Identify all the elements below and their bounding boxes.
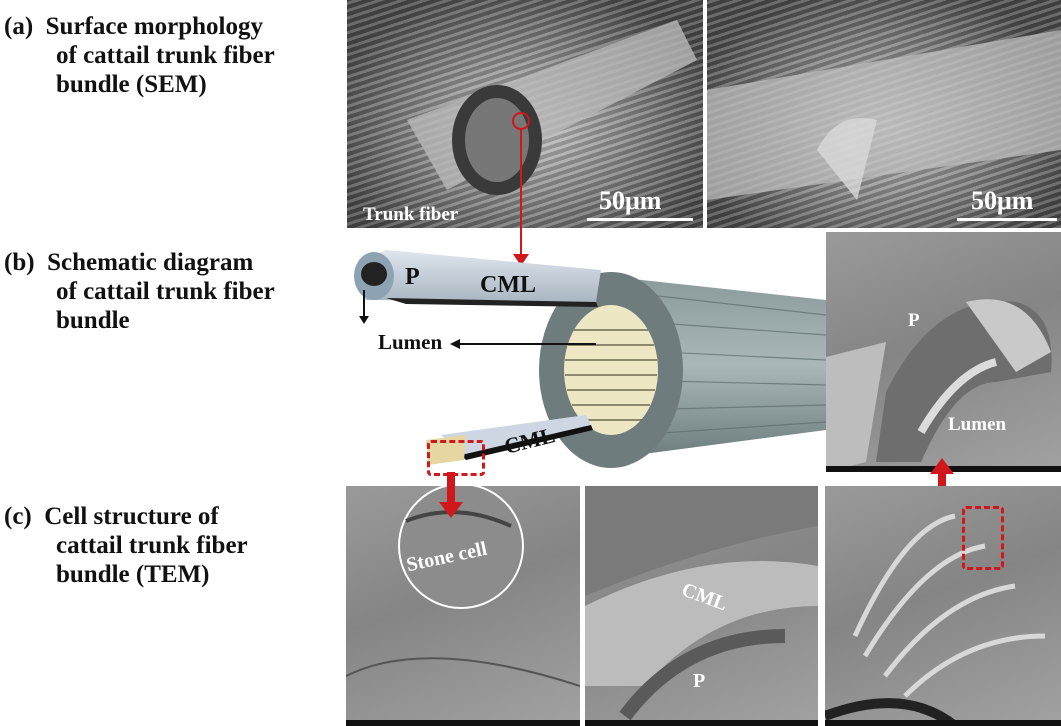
highlight-box <box>962 506 1004 570</box>
scale-bar <box>957 218 1057 221</box>
label-line: Cell structure of <box>44 503 219 530</box>
label-p: P <box>908 310 920 331</box>
label-a: (a) Surface morphology of cattail trunk … <box>4 12 275 99</box>
label-line: Schematic diagram <box>47 249 254 276</box>
arrow-head-icon <box>439 502 463 518</box>
tem-cell-sketch <box>826 299 1052 472</box>
tem-image-top-right: P Lumen <box>826 232 1061 472</box>
fiber-bundle-sketch <box>707 30 1061 200</box>
label-line: cattail trunk fiber <box>56 532 248 559</box>
label-line: bundle (TEM) <box>56 561 210 588</box>
label-line: of cattail trunk fiber <box>56 278 275 305</box>
label-b: (b) Schematic diagram of cattail trunk f… <box>4 248 275 335</box>
link-arrow <box>447 472 455 504</box>
label-tag: (a) <box>4 13 34 40</box>
label-line: bundle <box>56 307 130 334</box>
tem-cell-sketch <box>585 486 818 721</box>
tem-image-left: Stone cell <box>346 486 580 726</box>
scale-bar <box>587 218 693 221</box>
sem-image-left: Trunk fiber 50μm <box>347 0 703 228</box>
label-p: P <box>405 264 420 290</box>
label-line: bundle (SEM) <box>56 71 207 98</box>
label-tag: (c) <box>4 503 32 530</box>
label-cml-top: CML <box>480 272 536 298</box>
tem-image-right <box>825 486 1061 726</box>
label-lumen: Lumen <box>948 414 1007 435</box>
tem-info-bar <box>346 720 580 726</box>
sem-caption: Trunk fiber <box>363 204 459 225</box>
arrow-head-icon <box>930 458 954 474</box>
tem-cell-sketch <box>346 486 580 687</box>
label-line: Surface morphology <box>45 13 264 40</box>
highlight-box <box>427 440 485 476</box>
label-p: P <box>693 670 706 692</box>
schematic-diagram <box>354 250 826 468</box>
tem-info-bar <box>825 720 1061 726</box>
sem-image-right: 50μm <box>707 0 1061 228</box>
link-arrow <box>520 130 522 258</box>
scale-label: 50μm <box>599 186 662 215</box>
fiber-bundle-sketch <box>407 20 697 195</box>
label-line: of cattail trunk fiber <box>56 42 275 69</box>
label-tag: (b) <box>4 249 35 276</box>
label-c: (c) Cell structure of cattail trunk fibe… <box>4 502 248 589</box>
arrow-head-icon <box>513 254 529 266</box>
label-lumen: Lumen <box>378 330 443 354</box>
tem-cell-sketch <box>825 513 1046 726</box>
tem-info-bar <box>585 720 818 726</box>
tem-image-middle: CML P <box>585 486 818 726</box>
scale-label: 50μm <box>971 186 1034 215</box>
